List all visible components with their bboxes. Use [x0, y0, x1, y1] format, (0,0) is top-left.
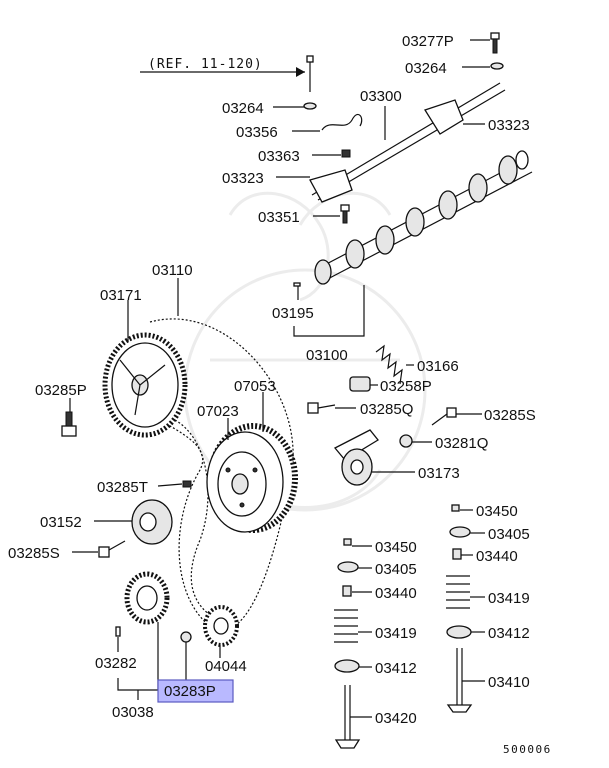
crank-sprocket-drawing [124, 571, 170, 625]
idler-pulley-drawing [131, 499, 173, 545]
label-03420[interactable]: 03420 [375, 710, 417, 727]
label-03281q[interactable]: 03281Q [435, 435, 488, 452]
timing-belt-inner [174, 419, 211, 616]
washer-03281q-drawing [399, 434, 413, 448]
label-03285t[interactable]: 03285T [97, 479, 148, 496]
camshaft-sprocket [102, 332, 188, 438]
label-07053[interactable]: 07053 [234, 378, 276, 395]
label-03351[interactable]: 03351 [258, 209, 300, 226]
figure-code: 500006 [503, 743, 552, 756]
label-03363[interactable]: 03363 [258, 148, 300, 165]
label-03282[interactable]: 03282 [95, 655, 137, 672]
tensioner-drawing [333, 429, 379, 486]
label-03258p[interactable]: 03258P [380, 378, 432, 395]
label-03323-right[interactable]: 03323 [488, 117, 530, 134]
label-03173[interactable]: 03173 [418, 465, 460, 482]
camshaft-drawing [293, 150, 533, 392]
label-03110[interactable]: 03110 [152, 262, 193, 279]
label-03285p[interactable]: 03285P [35, 382, 87, 399]
pulley-04044-drawing [203, 605, 239, 647]
label-03171[interactable]: 03171 [100, 287, 142, 304]
key-03282-drawing [115, 626, 121, 637]
label-03300[interactable]: 03300 [360, 88, 402, 105]
label-03323-left[interactable]: 03323 [222, 170, 264, 187]
label-03277p[interactable]: 03277P [402, 33, 454, 50]
label-03285s-right[interactable]: 03285S [484, 407, 536, 424]
bolt-03285s-left-drawing [98, 540, 126, 558]
large-sprocket [206, 423, 298, 533]
label-03283p[interactable]: 03283P [164, 683, 216, 700]
label-03419-left[interactable]: 03419 [375, 625, 417, 642]
part-labels: 03277P 03264 03264 03300 03356 03323 033… [8, 33, 536, 727]
bolt-03285p-drawing [61, 411, 77, 437]
label-03440-right[interactable]: 03440 [476, 548, 518, 565]
leader-lines [69, 39, 490, 718]
label-07023[interactable]: 07023 [197, 403, 239, 420]
label-03450-left[interactable]: 03450 [375, 539, 417, 556]
bolt-03285t-drawing [182, 480, 192, 488]
label-03285q[interactable]: 03285Q [360, 401, 413, 418]
reference-label: (REF. 11-120) [148, 57, 263, 72]
timing-belt [109, 318, 294, 632]
label-03195[interactable]: 03195 [272, 305, 314, 322]
label-03412-left[interactable]: 03412 [375, 660, 417, 677]
valve-train-drawing [334, 504, 473, 749]
bolt-03285q-drawing [307, 402, 336, 414]
label-03440-left[interactable]: 03440 [375, 585, 417, 602]
part-03283p-drawing [180, 631, 192, 643]
label-03285s-left[interactable]: 03285S [8, 545, 60, 562]
label-03100[interactable]: 03100 [306, 347, 348, 364]
rocker-shaft-drawing [303, 32, 506, 224]
label-03356[interactable]: 03356 [236, 124, 278, 141]
label-03264-lower[interactable]: 03264 [222, 100, 264, 117]
label-03412-right[interactable]: 03412 [488, 625, 530, 642]
bolt-03285s-right-drawing [431, 407, 457, 426]
label-04044[interactable]: 04044 [205, 658, 247, 675]
label-03405-left[interactable]: 03405 [375, 561, 417, 578]
label-03450-right[interactable]: 03450 [476, 503, 518, 520]
label-03410[interactable]: 03410 [488, 674, 530, 691]
label-03264-top[interactable]: 03264 [405, 60, 447, 77]
label-03152[interactable]: 03152 [40, 514, 82, 531]
label-03038[interactable]: 03038 [112, 704, 154, 721]
reference-arrow [140, 67, 305, 77]
highlight-box [157, 679, 234, 703]
label-03405-right[interactable]: 03405 [488, 526, 530, 543]
label-03419-right[interactable]: 03419 [488, 590, 530, 607]
label-03166[interactable]: 03166 [417, 358, 459, 375]
